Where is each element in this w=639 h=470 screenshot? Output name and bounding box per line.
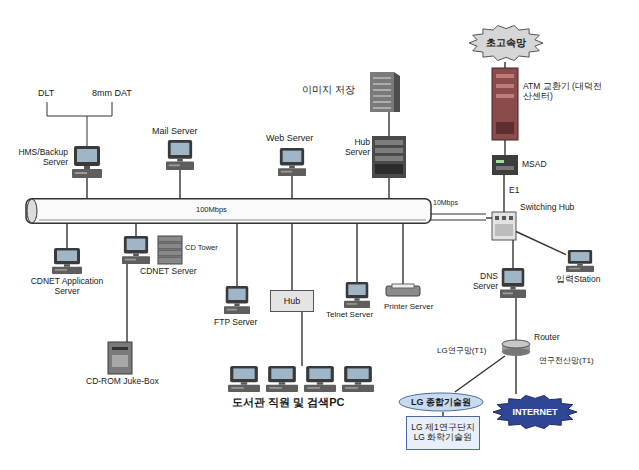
cdnet-server: CDNET Server <box>122 236 150 264</box>
node-label: CDNET Application Server <box>28 277 106 297</box>
router: Router <box>502 340 530 356</box>
link-label: E1 <box>508 186 520 196</box>
node-label: CD Tower <box>185 244 218 253</box>
cd-tower: CD Tower <box>158 236 182 264</box>
cd-jukebox: CD-ROM Juke-Box <box>108 342 132 374</box>
node-label: HMS/Backup Server <box>6 148 68 168</box>
network-link <box>86 178 87 198</box>
backup-server: HMS/Backup Server <box>72 146 102 178</box>
network-link <box>236 224 237 286</box>
network-link <box>66 224 67 248</box>
network-link <box>356 224 357 282</box>
institute-blob: LG 종합기술원 <box>398 392 484 412</box>
node-label: 초고속망 <box>486 37 526 49</box>
tape-bracket <box>47 102 112 146</box>
ftp-server: FTP Server <box>224 286 250 314</box>
network-link <box>515 298 516 340</box>
router-icon <box>502 340 530 356</box>
server-icons <box>52 136 594 392</box>
web-server: Web Server <box>278 148 306 176</box>
node-label: Switching Hub <box>520 203 574 213</box>
network-link <box>291 176 292 198</box>
node-label: Mail Server <box>152 126 198 136</box>
atm-switch-tower <box>492 68 518 140</box>
node-label: FTP Server <box>214 318 257 328</box>
network-link <box>388 178 389 198</box>
node-label: Printer Server <box>384 302 433 311</box>
network-link <box>455 356 505 392</box>
jukebox-icon <box>108 342 132 374</box>
node-label: 이미지 저장 <box>302 84 355 96</box>
internet-cloud: INTERNET <box>492 394 578 430</box>
node-label: Telnet Server <box>326 310 373 319</box>
node-label: 입력Station <box>556 275 600 285</box>
msad-unit: MSAD <box>492 155 518 175</box>
node-label: DNS Server <box>462 272 498 292</box>
node-label: Router <box>534 333 560 343</box>
network-link <box>503 175 504 212</box>
library-pcs: 도서관 직원 및 검색PC <box>226 366 378 392</box>
network-link <box>512 240 513 268</box>
network-link <box>388 112 389 136</box>
node-label: 100Mbps <box>196 206 227 215</box>
msad-unit <box>492 155 518 175</box>
mail-server: Mail Server <box>166 140 194 170</box>
network-link <box>179 170 180 198</box>
node-label: CD-ROM Juke-Box <box>86 377 159 387</box>
network-link <box>516 232 566 255</box>
link-label: LG연구망(T1) <box>436 346 487 355</box>
node-label: MSAD <box>522 160 547 170</box>
device-label: 8mm DAT <box>92 88 132 98</box>
node-label: INTERNET <box>513 407 558 417</box>
hub-server: Hub Server <box>372 136 406 178</box>
node-label: LG 제1연구단지 <box>411 423 474 433</box>
network-link <box>515 356 516 394</box>
image-storage-building <box>370 72 400 112</box>
network-link <box>301 312 302 366</box>
network-link <box>504 62 505 68</box>
network-link <box>402 224 403 284</box>
telnet-server: Telnet Server <box>344 282 370 308</box>
node-label: 10Mbps <box>433 199 458 207</box>
backbone-bus-outline <box>25 198 486 224</box>
network-link <box>126 264 127 342</box>
node-label: Hub <box>284 296 301 306</box>
node-label: 도서관 직원 및 검색PC <box>232 396 344 409</box>
node-label: Hub Server <box>336 138 370 158</box>
node-label: Web Server <box>266 133 313 143</box>
application-server: CDNET Application Server <box>52 248 82 274</box>
network-link <box>486 217 492 218</box>
image-storage: 이미지 저장 <box>366 72 400 112</box>
node-label: LG 종합기술원 <box>411 397 471 407</box>
node-label: CDNET Server <box>140 267 197 277</box>
node-label: ATM 교환기 (대덕전산센터) <box>523 82 607 102</box>
sites-box: LG 제1연구단지LG 화학기술원 <box>406 416 479 450</box>
printer-icon <box>386 284 420 296</box>
hub-box: Hub <box>270 290 314 312</box>
network-link <box>291 224 292 290</box>
cd-tower-stack <box>158 236 182 264</box>
backbone-bus: 100Mbps 10Mbps <box>25 198 486 224</box>
network-link <box>135 224 136 236</box>
device-label: DLT <box>38 88 54 98</box>
dns-server: DNS Server <box>500 268 526 298</box>
network-cloud: 초고속망 <box>468 24 544 62</box>
link-label: 연구전산망(T1) <box>538 356 595 365</box>
node-label: LG 화학기술원 <box>414 433 473 443</box>
switching-hub: Switching Hub <box>492 212 516 240</box>
switching-hub-unit <box>492 212 516 240</box>
input-station: 입력Station <box>566 250 594 272</box>
printer-server: Printer Server <box>384 284 422 298</box>
atm-switch: ATM 교환기 (대덕전산센터) <box>492 68 518 140</box>
network-link <box>504 140 505 155</box>
